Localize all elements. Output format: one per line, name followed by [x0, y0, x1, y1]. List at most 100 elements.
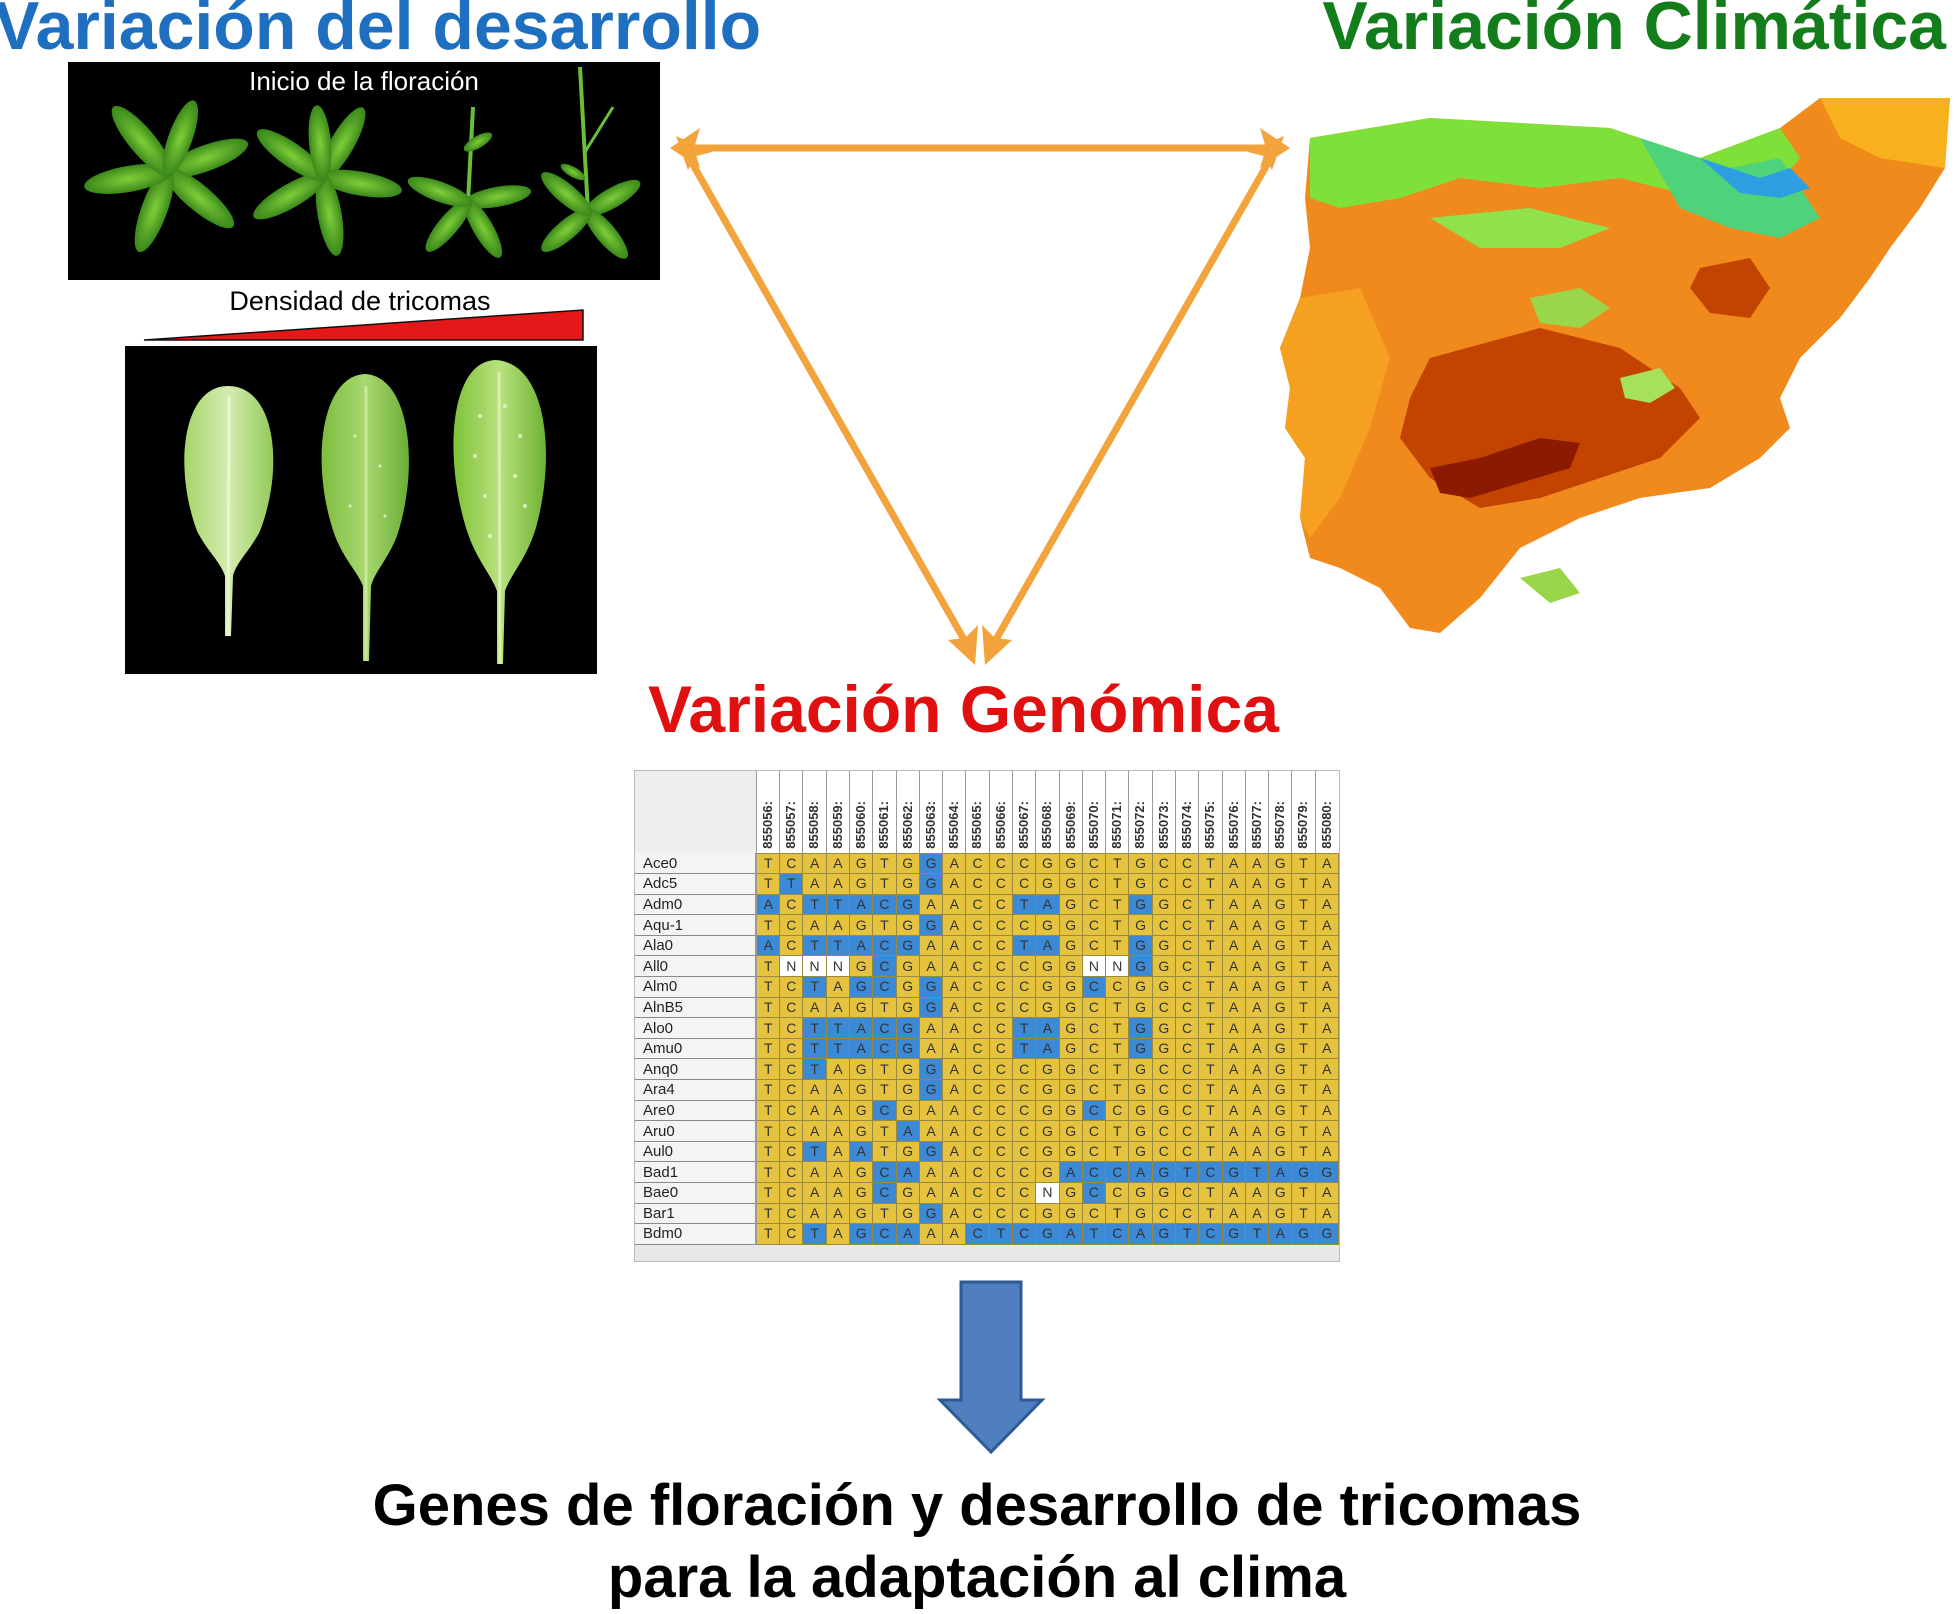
base-cell: C — [965, 1120, 990, 1142]
base-cell: C — [1174, 1079, 1200, 1101]
base-cell: A — [1244, 976, 1270, 998]
position-header: 855068: — [1035, 771, 1060, 853]
base-cell: C — [988, 914, 1014, 936]
base-cell: C — [1174, 873, 1200, 895]
base-cell: N — [802, 955, 827, 978]
base-cell: N — [1081, 955, 1107, 978]
base-cell: T — [755, 1017, 781, 1039]
base-cell: T — [1291, 996, 1316, 1019]
base-cell: T — [1011, 1037, 1037, 1060]
base-cell: G — [1128, 1058, 1153, 1081]
position-label: 855080: — [1318, 800, 1334, 849]
base-cell: C — [1081, 934, 1107, 957]
base-cell: G — [1128, 934, 1153, 957]
base-cell: T — [1011, 1017, 1037, 1039]
base-cell: G — [849, 914, 874, 936]
base-cell: A — [1314, 1202, 1339, 1225]
base-cell: C — [988, 1161, 1014, 1183]
position-label: 855058: — [806, 800, 822, 849]
base-cell: A — [1221, 1058, 1246, 1081]
base-cell: G — [895, 1037, 920, 1060]
base-cell: G — [1128, 1182, 1153, 1204]
base-cell: G — [849, 1099, 874, 1122]
base-cell: G — [849, 1223, 874, 1245]
base-cell: A — [755, 893, 781, 916]
base-cell: A — [1314, 1099, 1339, 1122]
base-cell: G — [1035, 852, 1060, 875]
base-cell: A — [942, 1120, 967, 1142]
base-cell: T — [825, 893, 851, 916]
base-cell: A — [825, 1079, 851, 1101]
base-cell: T — [1198, 1058, 1223, 1081]
base-cell: A — [1314, 934, 1339, 957]
base-cell: A — [825, 1182, 851, 1204]
base-cell: C — [1011, 1140, 1037, 1163]
base-cell: A — [918, 955, 944, 978]
base-cell: A — [825, 1223, 851, 1245]
base-cell: C — [988, 1202, 1014, 1225]
base-cell: A — [1314, 1120, 1339, 1142]
base-cell: G — [1291, 1161, 1316, 1183]
base-cell: G — [895, 1099, 920, 1122]
base-cell: C — [988, 1079, 1014, 1101]
base-cell: C — [988, 1099, 1014, 1122]
base-cell: A — [1314, 873, 1339, 895]
base-cell: C — [965, 1079, 990, 1101]
base-cell: C — [988, 1120, 1014, 1142]
base-cell: G — [1128, 914, 1153, 936]
base-cell: C — [872, 1223, 897, 1245]
position-header: 855079: — [1291, 771, 1316, 853]
base-cell: T — [1291, 893, 1316, 916]
base-cell: N — [1035, 1182, 1060, 1204]
base-cell: C — [1081, 1099, 1107, 1122]
conclusion-line-1: Genes de floración y desarrollo de trico… — [372, 1473, 1582, 1538]
position-label: 855064: — [946, 800, 962, 849]
position-label: 855059: — [829, 800, 845, 849]
base-cell: C — [779, 1120, 804, 1142]
base-cell: G — [1268, 1202, 1293, 1225]
base-cell: G — [1058, 1099, 1083, 1122]
accession-name: Ace0 — [635, 853, 758, 875]
base-cell: A — [849, 934, 874, 957]
base-cell: G — [895, 976, 920, 998]
base-cell: A — [849, 893, 874, 916]
base-cell: A — [1314, 914, 1339, 936]
base-cell: A — [825, 873, 851, 895]
base-cell: C — [1174, 1099, 1200, 1122]
base-cell: G — [895, 1079, 920, 1101]
increasing-density-wedge — [143, 309, 584, 341]
base-cell: C — [1174, 976, 1200, 998]
base-cell: G — [1058, 873, 1083, 895]
position-header: 855076: — [1221, 771, 1246, 853]
base-cell: C — [1174, 1017, 1200, 1039]
base-cell: A — [1244, 934, 1270, 957]
base-cell: C — [988, 934, 1014, 957]
base-cell: A — [918, 1099, 944, 1122]
position-label: 855057: — [783, 800, 799, 849]
base-cell: A — [802, 1120, 827, 1142]
base-cell: A — [1244, 852, 1270, 875]
base-cell: T — [1198, 955, 1223, 978]
base-cell: A — [1244, 873, 1270, 895]
base-cell: A — [1221, 1017, 1246, 1039]
base-cell: A — [895, 1120, 920, 1142]
base-cell: C — [1081, 1140, 1107, 1163]
position-header: 855067: — [1011, 771, 1036, 853]
alignment-corner — [635, 771, 757, 853]
base-cell: C — [779, 1017, 804, 1039]
base-cell: G — [849, 1161, 874, 1183]
base-cell: G — [1035, 1099, 1060, 1122]
base-cell: T — [825, 934, 851, 957]
base-cell: G — [1128, 873, 1153, 895]
base-cell: G — [1035, 1079, 1060, 1101]
base-cell: C — [1081, 1182, 1107, 1204]
base-cell: A — [849, 1140, 874, 1163]
base-cell: T — [1198, 1120, 1223, 1142]
base-cell: T — [1198, 1037, 1223, 1060]
accession-name: Alm0 — [635, 976, 758, 998]
base-cell: A — [825, 1099, 851, 1122]
